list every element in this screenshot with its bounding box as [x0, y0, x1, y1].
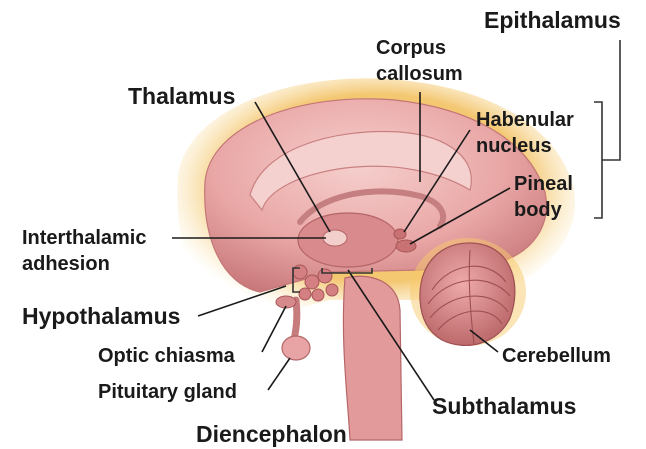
interthalamic-adhesion-body: [323, 230, 347, 246]
label-pineal-2: body: [514, 199, 563, 221]
label-interthalamic-2: adhesion: [22, 253, 110, 275]
cerebellum-shape: [420, 243, 515, 345]
brainstem: [343, 276, 402, 440]
label-pituitary-gland: Pituitary gland: [98, 381, 237, 403]
label-habenular-1: Habenular: [476, 109, 574, 131]
label-subthalamus: Subthalamus: [432, 393, 576, 419]
label-diencephalon: Diencephalon: [196, 421, 347, 447]
label-habenular-2: nucleus: [476, 135, 552, 157]
epithalamus-bracket: [602, 40, 620, 160]
pituitary-leader: [268, 358, 290, 390]
infundibulum: [294, 300, 297, 340]
label-hypothalamus: Hypothalamus: [22, 303, 180, 329]
label-interthalamic-1: Interthalamic: [22, 227, 146, 249]
pituitary-gland-shape: [282, 336, 310, 360]
label-pineal-1: Pineal: [514, 173, 573, 195]
thalamus-body: [298, 213, 398, 267]
label-epithalamus: Epithalamus: [484, 7, 621, 33]
label-corpus-callosum-1: Corpus: [376, 37, 446, 59]
habenular-pineal-bracket: [594, 102, 602, 218]
label-cerebellum: Cerebellum: [502, 345, 611, 367]
label-optic-chiasma: Optic chiasma: [98, 345, 236, 367]
label-thalamus: Thalamus: [128, 83, 235, 109]
label-corpus-callosum-2: callosum: [376, 63, 463, 85]
